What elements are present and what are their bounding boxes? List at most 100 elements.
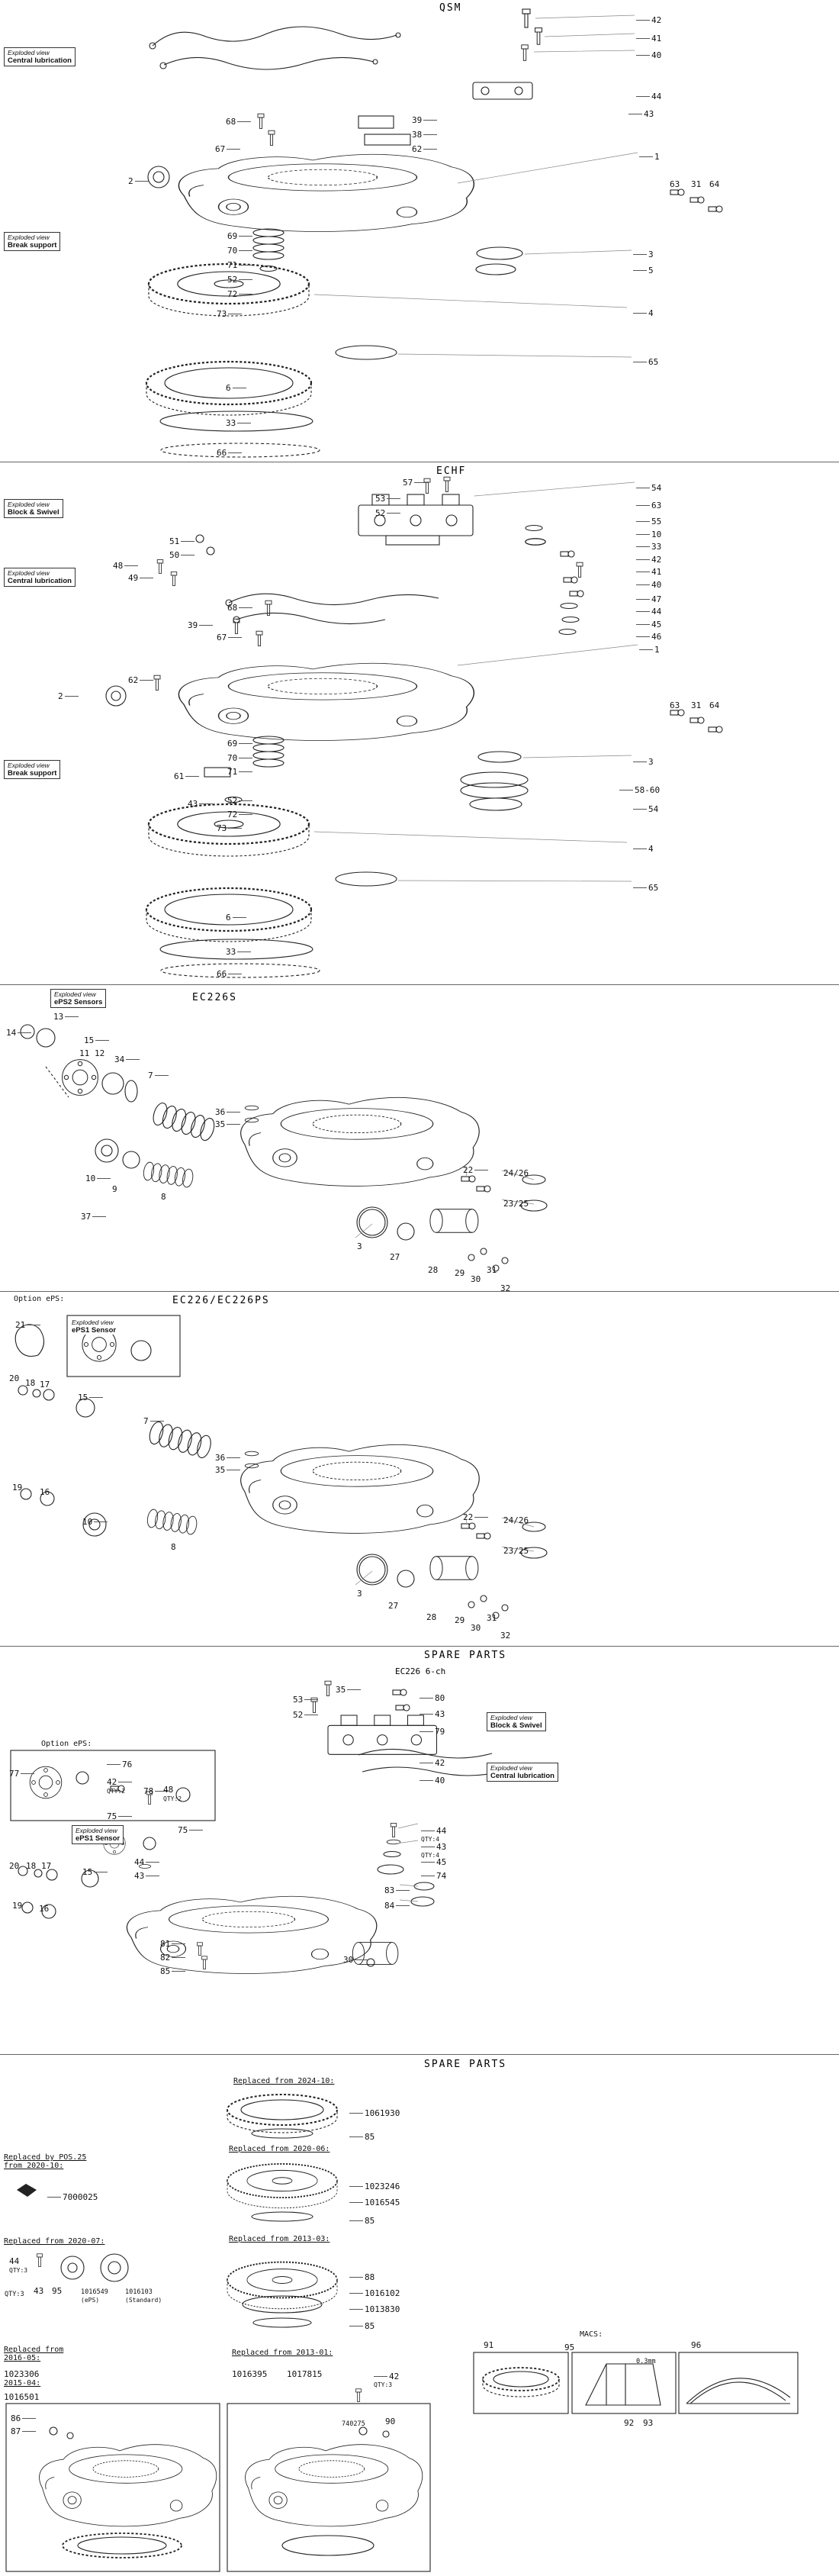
part-callout: 62 (412, 142, 438, 155)
annotation: MACS: (580, 2330, 603, 2339)
part-callout: 12 (95, 1048, 105, 1058)
part-callout: 3 (357, 1241, 362, 1251)
part-callout: 21 (15, 1318, 41, 1331)
part-callout: 90 (385, 2417, 396, 2426)
section-divider (0, 1291, 839, 1292)
part-callout: 43 (188, 797, 214, 810)
part-callout: 82 (160, 1950, 186, 1963)
part-callout: 33 (636, 537, 661, 552)
part-callout: 42 (420, 1753, 445, 1768)
part-callout: 52 (227, 794, 253, 807)
part-callout: 67 (215, 142, 241, 155)
part-callout: 65 (633, 878, 658, 893)
part-callout: 50 (169, 548, 195, 561)
part-callout: 24/26 (503, 1168, 529, 1178)
part-callout: 31 (487, 1265, 497, 1275)
part-callout: 6 (226, 910, 246, 923)
part-callout: 29 (455, 1615, 465, 1625)
part-callout: 32 (500, 1631, 511, 1641)
part-callout: 1 (639, 640, 660, 655)
part-callout: 72 (227, 807, 253, 820)
part-callout: 35 (215, 1463, 241, 1476)
part-callout: 86 (11, 2411, 37, 2424)
part-callout: 93 (643, 2418, 654, 2428)
part-callout: 31 (487, 1613, 497, 1623)
part-callout: 9 (112, 1184, 117, 1194)
part-callout: 1016501 (4, 2392, 40, 2402)
part-callout: 22 (463, 1163, 489, 1176)
part-callout: 68 (226, 114, 252, 127)
part-callout: 48 (113, 559, 139, 572)
part-callout: QTY:3 (5, 2291, 24, 2298)
part-callout: 27 (388, 1601, 399, 1611)
part-callout: 65 (633, 353, 658, 367)
part-callout: 1016549(ePS) (81, 2288, 108, 2304)
part-callout: 73 (217, 821, 243, 834)
part-callout: 61 (174, 769, 200, 782)
ec226s-drawing (20, 1024, 548, 1272)
part-callout: 85 (160, 1964, 186, 1977)
part-callout: 47 (636, 590, 661, 604)
part-callout: 3 (357, 1589, 362, 1599)
part-callout: 17 (40, 1380, 50, 1389)
part-callout: 42 (636, 550, 661, 565)
part-callout: 20 (9, 1861, 20, 1871)
part-callout: 39 (412, 113, 438, 126)
part-callout: 63 (636, 496, 661, 510)
section-title-echf: ECHF (436, 465, 467, 477)
part-callout: 1016102 (349, 2284, 400, 2298)
part-callout: 8 (161, 1192, 166, 1202)
part-callout: 15 (84, 1033, 110, 1046)
part-callout: 87 (11, 2424, 37, 2437)
part-callout: 62 (128, 673, 154, 686)
part-callout: 79 (420, 1722, 445, 1737)
part-callout: 46 (636, 627, 661, 642)
part-callout: 16 (39, 1904, 50, 1914)
part-callout: 49 (128, 571, 154, 584)
part-callout: 88 (349, 2268, 374, 2282)
part-callout: 0.3mm (636, 2358, 656, 2365)
section-title-ec226ps: EC226/EC226PS (172, 1295, 270, 1306)
part-callout: 3 (633, 752, 654, 767)
part-callout: 52 (227, 272, 253, 285)
part-callout: 4 (633, 304, 654, 318)
part-callout: 1017815 (287, 2369, 323, 2379)
part-callout: 2 (58, 689, 79, 702)
part-callout: 64 (709, 179, 720, 189)
part-callout: 1061930 (349, 2104, 400, 2118)
annotation: Option ePS: (14, 1295, 65, 1303)
part-callout: 10 (82, 1515, 108, 1528)
part-callout: 84 (384, 1898, 410, 1911)
part-callout: 18 (25, 1378, 36, 1388)
part-callout: 17 (41, 1861, 52, 1871)
part-callout: 43 (628, 105, 654, 119)
annotation: Replaced from 2013-03: (229, 2235, 330, 2243)
part-callout: 1 (639, 147, 660, 162)
part-callout: 85 (349, 2211, 374, 2226)
part-callout: 52 (293, 1708, 319, 1721)
part-callout: 15 (78, 1390, 104, 1403)
part-callout: 1016545 (349, 2193, 400, 2207)
part-callout: 740275 (342, 2420, 365, 2428)
part-callout: 10 (636, 525, 661, 539)
ec226ps-drawing (14, 1315, 548, 1619)
part-callout: 40 (636, 575, 661, 590)
part-callout: 15 (82, 1865, 108, 1878)
section-subtitle-spare1: EC226 6-ch (395, 1666, 446, 1676)
part-callout: 2 (128, 174, 149, 187)
part-callout: 44 (636, 602, 661, 617)
part-callout: 20 (9, 1373, 20, 1383)
part-callout: 33 (226, 416, 252, 429)
annotation: Option ePS: (41, 1740, 92, 1748)
part-callout: 30 (343, 1953, 369, 1966)
annotation: 2015-04: (4, 2379, 41, 2388)
part-callout: 96 (691, 2340, 702, 2350)
part-callout: 41 (636, 29, 661, 43)
